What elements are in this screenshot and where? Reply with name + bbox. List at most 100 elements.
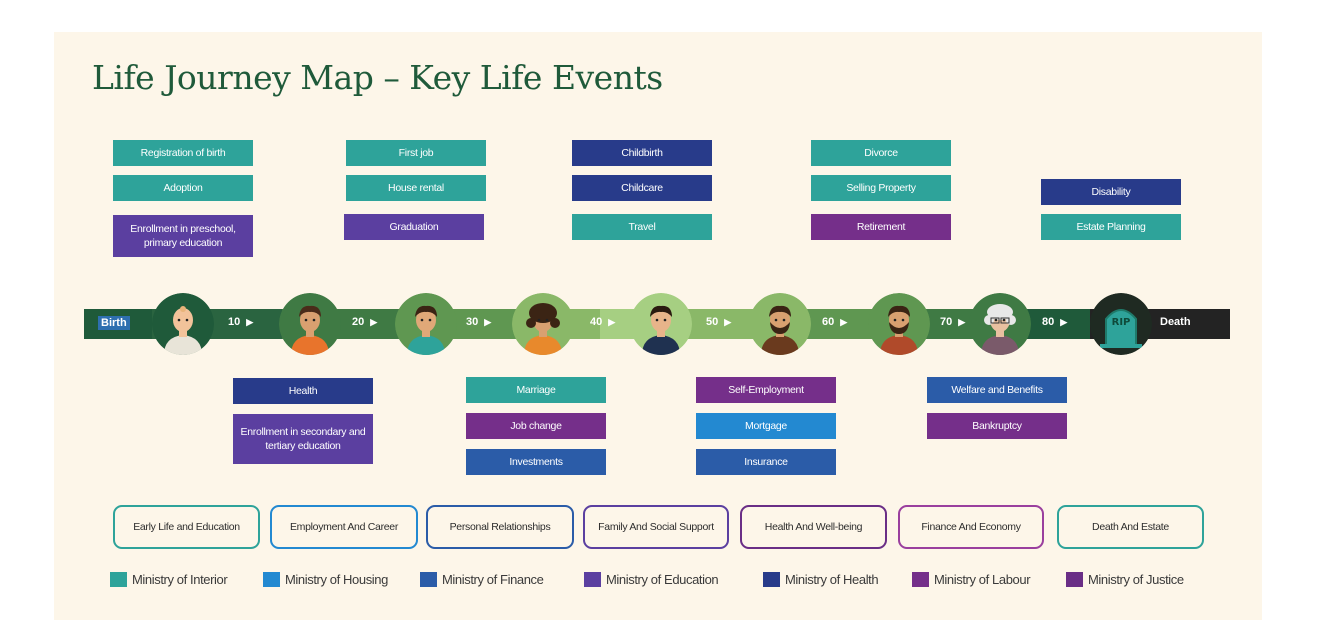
event-label: Enrollment in secondary and tertiary edu… [240, 426, 366, 452]
timeline-segment [680, 309, 760, 339]
play-arrow-icon: ▶ [724, 317, 732, 327]
event-box-below: Marriage [466, 377, 606, 403]
age-label: 80 [1042, 316, 1055, 328]
elderly-woman-icon [969, 293, 1031, 355]
legend-item: Ministry of Housing [263, 571, 388, 587]
event-label: Marriage [516, 384, 556, 396]
age-marker: 60▶ [822, 316, 847, 328]
event-box-below: Job change [466, 413, 606, 439]
middle-aged-man-icon [868, 293, 930, 355]
play-arrow-icon: ▶ [958, 317, 966, 327]
event-label: House rental [388, 182, 444, 194]
legend-swatch [110, 571, 127, 587]
event-box-above: Selling Property [811, 175, 951, 201]
legend-swatch [763, 571, 780, 587]
event-box-above: Travel [572, 214, 712, 240]
event-box-above: Retirement [811, 214, 951, 240]
category-label: Family And Social Support [598, 521, 714, 533]
timeline-end-label: Death [1160, 316, 1191, 328]
bearded-man-icon [749, 293, 811, 355]
legend-label: Ministry of Education [606, 571, 719, 587]
event-box-above: Enrollment in preschool, primary educati… [113, 215, 253, 257]
legend-item: Ministry of Finance [420, 571, 544, 587]
event-label: First job [398, 147, 434, 159]
age-marker: 70 ▶ [940, 316, 965, 328]
legend-item: Ministry of Justice [1066, 571, 1184, 587]
svg-text:RIP: RIP [1112, 317, 1131, 328]
age-label: 50 [706, 316, 719, 328]
legend-item: Ministry of Education [584, 571, 719, 587]
event-box-above: Graduation [344, 214, 484, 240]
play-arrow-icon: ▶ [370, 317, 378, 327]
category-label: Finance And Economy [921, 521, 1021, 533]
event-label: Welfare and Benefits [951, 384, 1043, 396]
event-box-below: Health [233, 378, 373, 404]
age-label: 10 [228, 316, 241, 328]
event-box-above: Registration of birth [113, 140, 253, 166]
play-arrow-icon: ▶ [484, 317, 492, 327]
play-arrow-icon: ▶ [246, 317, 254, 327]
age-label: 70 [940, 316, 953, 328]
age-label: 30 [466, 316, 479, 328]
event-label: Bankruptcy [972, 420, 1022, 432]
event-label: Childbirth [621, 147, 663, 159]
event-label: Travel [628, 221, 656, 233]
event-label: Investments [509, 456, 563, 468]
legend-label: Ministry of Housing [285, 571, 388, 587]
event-label: Selling Property [846, 182, 916, 194]
age-label: 40 [590, 316, 603, 328]
event-label: Insurance [744, 456, 788, 468]
age-label: 20 [352, 316, 365, 328]
event-box-below: Bankruptcy [927, 413, 1067, 439]
legend-swatch [263, 571, 280, 587]
age-marker: 50 ▶ [706, 316, 731, 328]
event-label: Self-Employment [728, 384, 804, 396]
event-label: Adoption [163, 182, 203, 194]
category-label: Employment And Career [289, 521, 399, 533]
adult-man-icon [630, 293, 692, 355]
event-box-below: Insurance [696, 449, 836, 475]
legend-label: Ministry of Justice [1088, 571, 1184, 587]
age-marker: 80▶ [1042, 316, 1067, 328]
event-box-below: Welfare and Benefits [927, 377, 1067, 403]
category-label: Personal Relationships [449, 521, 551, 533]
event-label: Childcare [621, 182, 663, 194]
category-box: Family And Social Support [583, 505, 729, 549]
legend-swatch [912, 571, 929, 587]
event-label: Mortgage [745, 420, 787, 432]
legend-item: Ministry of Interior [110, 571, 228, 587]
legend-label: Ministry of Labour [934, 571, 1031, 587]
category-box: Death And Estate [1057, 505, 1204, 549]
category-box: Employment And Career [270, 505, 418, 549]
age-marker: 20 ▶ [352, 316, 377, 328]
child-icon [279, 293, 341, 355]
event-label: Enrollment in preschool, primary educati… [130, 223, 236, 249]
age-marker: 30 ▶ [466, 316, 491, 328]
event-label: Retirement [856, 221, 906, 233]
legend-item: Ministry of Health [763, 571, 879, 587]
legend-label: Ministry of Interior [132, 571, 228, 587]
event-label: Graduation [389, 221, 439, 233]
event-label: Divorce [864, 147, 898, 159]
legend-swatch [1066, 571, 1083, 587]
age-marker: 40▶ [590, 316, 615, 328]
young-adult-woman-icon [512, 293, 574, 355]
legend-label: Ministry of Finance [442, 571, 544, 587]
age-marker: 10 ▶ [228, 316, 253, 328]
tombstone-rip-icon: RIP [1090, 293, 1152, 355]
category-box: Finance And Economy [898, 505, 1044, 549]
event-box-above: Adoption [113, 175, 253, 201]
event-label: Disability [1091, 186, 1131, 198]
age-label: 60 [822, 316, 835, 328]
event-label: Job change [510, 420, 562, 432]
event-box-above: House rental [346, 175, 486, 201]
category-box: Health And Well-being [740, 505, 887, 549]
event-box-below: Enrollment in secondary and tertiary edu… [233, 414, 373, 464]
category-label: Early Life and Education [133, 521, 240, 533]
teen-icon [395, 293, 457, 355]
category-box: Early Life and Education [113, 505, 260, 549]
legend-swatch [584, 571, 601, 587]
baby-icon [152, 293, 214, 355]
event-box-above: Estate Planning [1041, 214, 1181, 240]
event-label: Registration of birth [140, 147, 226, 159]
